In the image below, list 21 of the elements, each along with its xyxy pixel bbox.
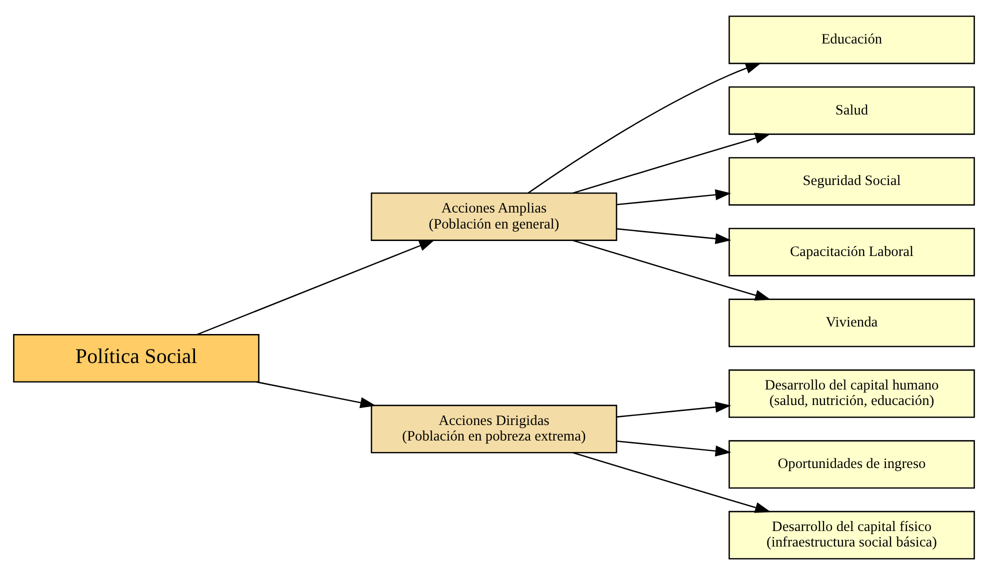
node-box: Desarrollo del capital físico (infraestructura social básica)	[728, 510, 975, 560]
node-box: Capacitación Laboral	[728, 228, 975, 276]
node-box: Desarrollo del capital humano (salud, nutrición, educación)	[728, 369, 975, 418]
node-box: Oportunidades de ingreso	[728, 440, 975, 489]
node-box: Acciones Dirigidas (Población en pobreza extrema)	[370, 404, 618, 454]
arrow	[256, 381, 376, 408]
arrow	[616, 189, 732, 206]
arrow	[196, 240, 435, 336]
node-box: Salud	[728, 86, 975, 135]
arrow	[572, 452, 771, 513]
node-box: Acciones Amplias (Población en general)	[370, 192, 618, 241]
arrow	[616, 440, 732, 456]
arrow	[616, 228, 732, 244]
node-box: Seguridad Social	[728, 157, 975, 206]
node-box: Política Social	[13, 334, 260, 382]
arrow	[616, 402, 732, 418]
arrow	[572, 132, 771, 194]
node-box: Vivienda	[728, 298, 975, 348]
arrow	[528, 62, 762, 194]
arrow	[572, 240, 771, 301]
node-box: Educación	[728, 16, 975, 64]
